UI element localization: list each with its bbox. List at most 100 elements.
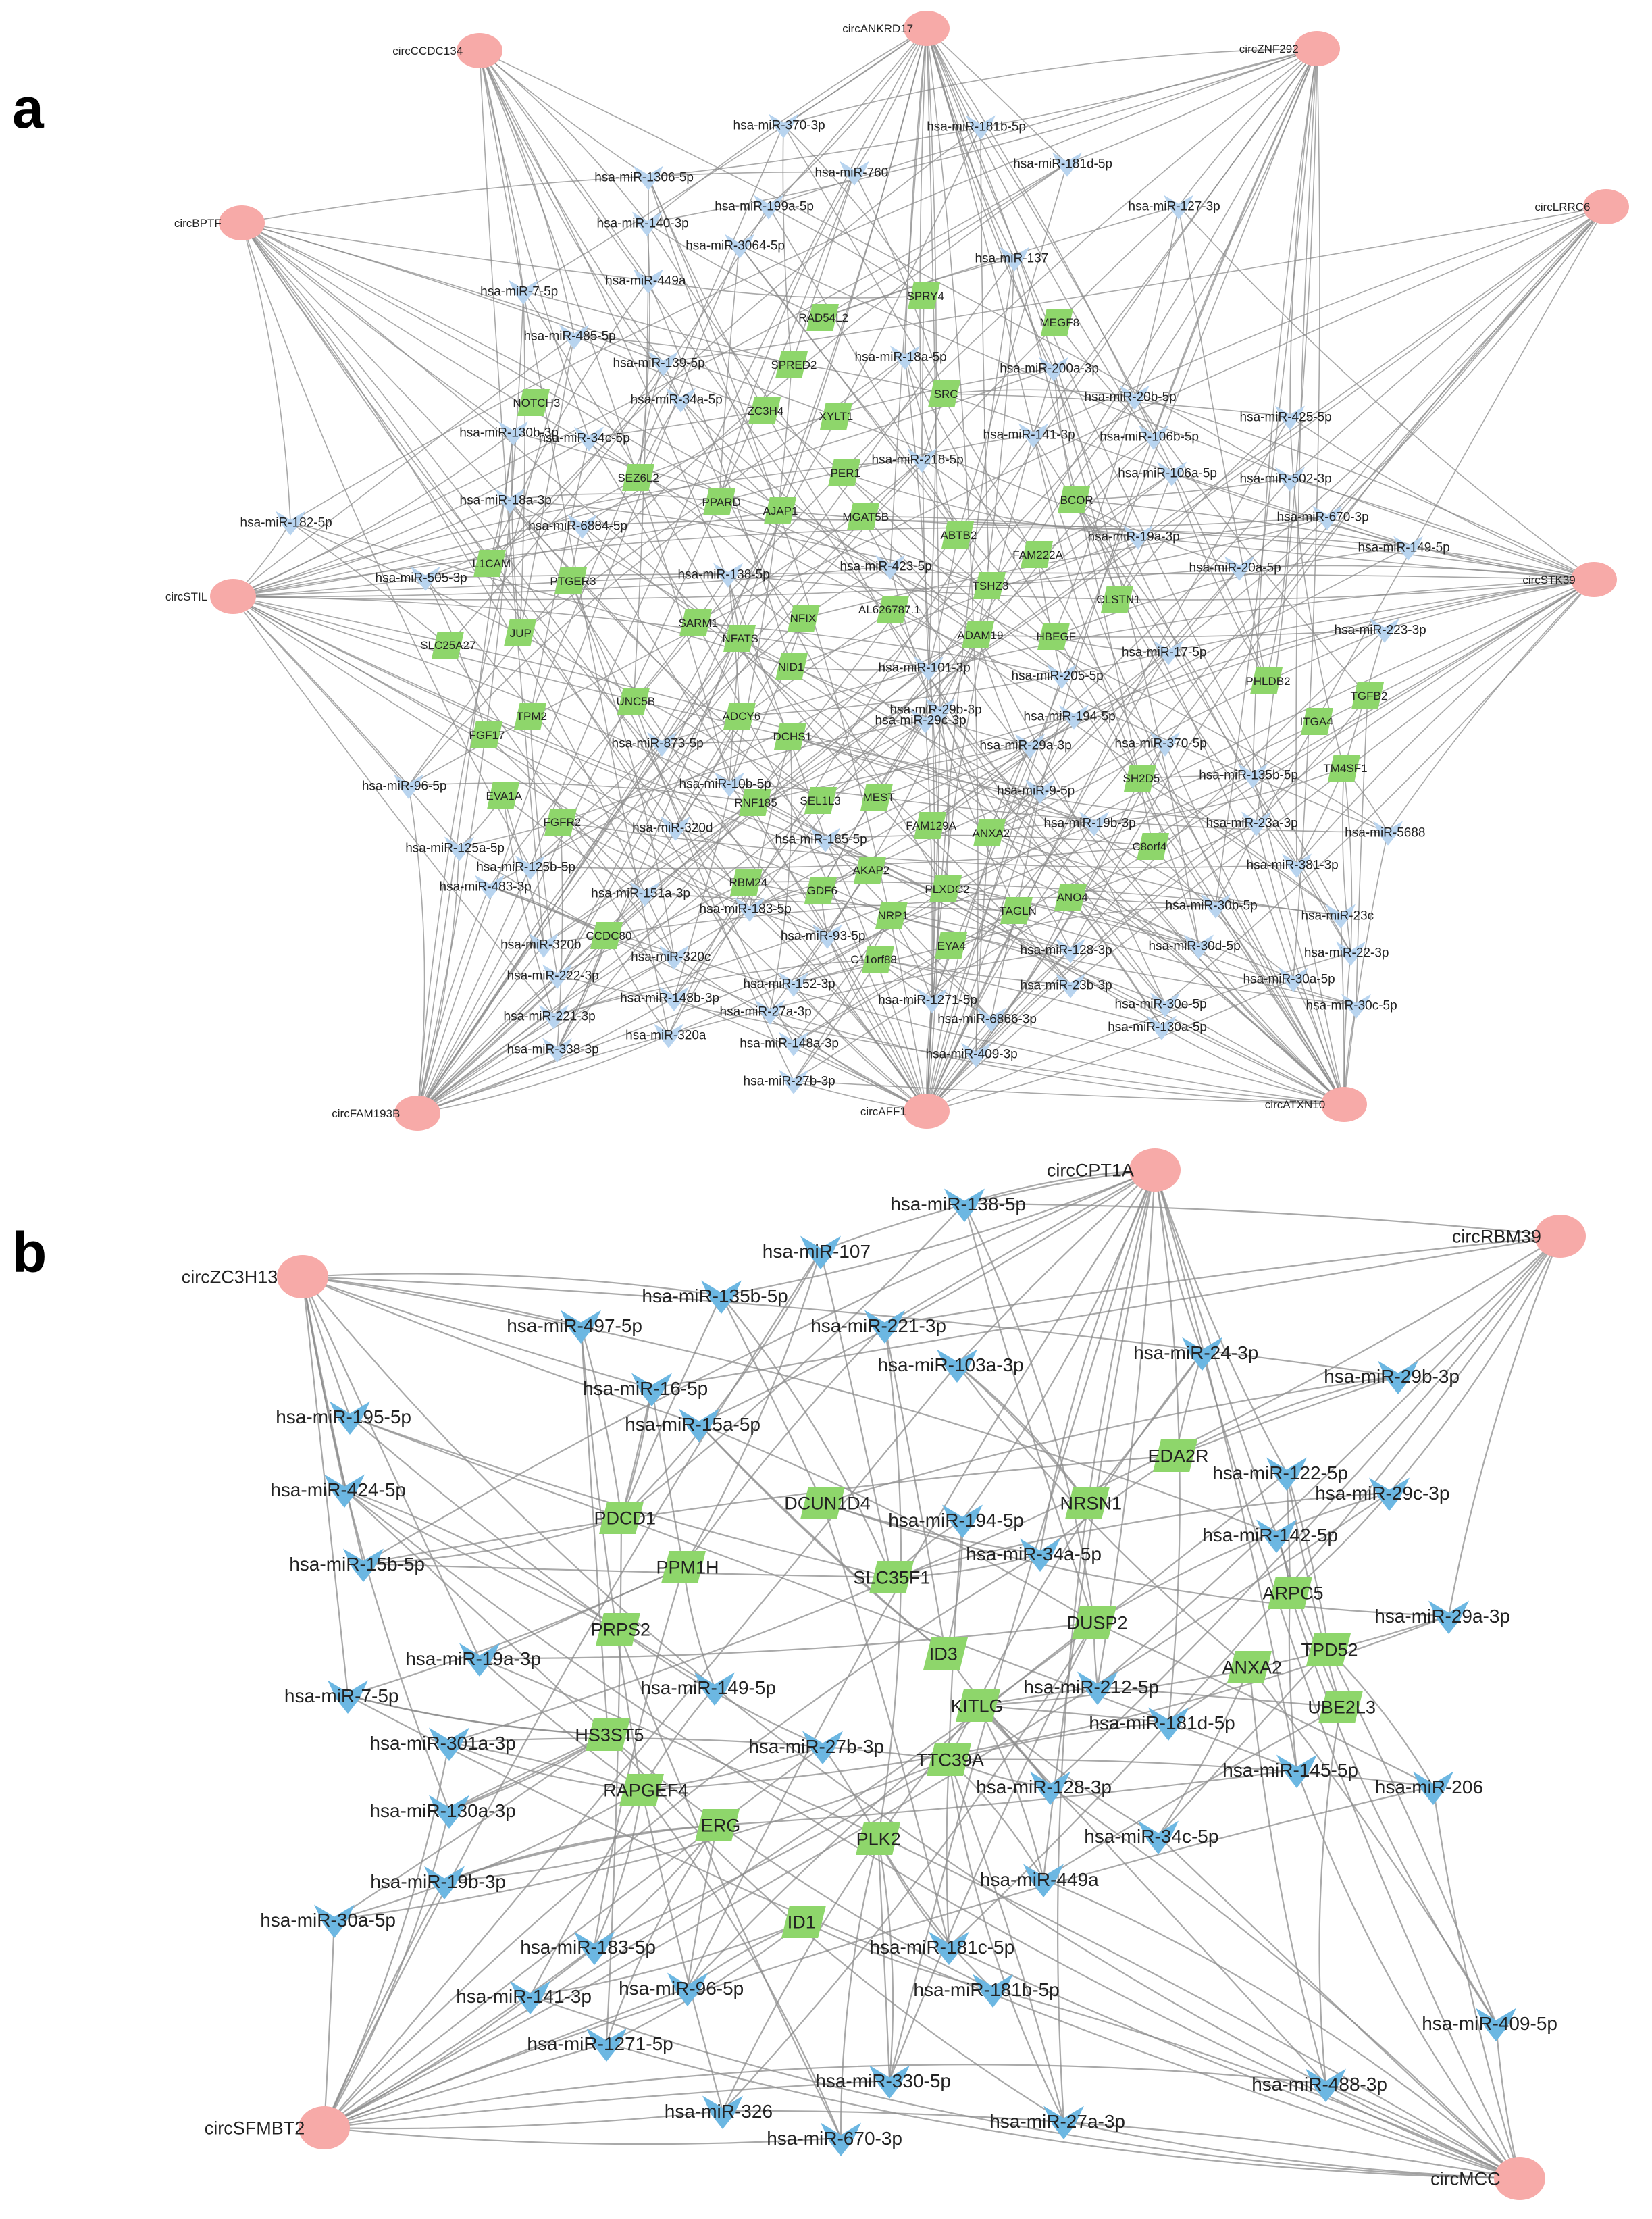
mirna-node[interactable]: hsa-miR-423-5p — [840, 555, 932, 580]
gene-node[interactable]: ZC3H4 — [748, 397, 784, 424]
gene-node[interactable]: MEGF8 — [1040, 309, 1080, 336]
gene-node[interactable]: TPM2 — [514, 703, 547, 730]
mirna-node[interactable]: hsa-miR-200a-3p — [1000, 357, 1099, 382]
mirna-node[interactable]: hsa-miR-20b-5p — [1085, 385, 1177, 410]
mirna-node[interactable]: hsa-miR-5688 — [1345, 821, 1425, 846]
mirna-node[interactable]: hsa-miR-137 — [975, 247, 1048, 272]
gene-node[interactable]: ITGA4 — [1300, 708, 1334, 735]
mirna-node[interactable]: hsa-miR-483-3p — [440, 875, 532, 900]
mirna-node[interactable]: hsa-miR-29a-3p — [1374, 1600, 1510, 1635]
gene-node[interactable]: PPARD — [702, 488, 741, 515]
gene-node[interactable]: EYA4 — [935, 932, 967, 959]
mirna-node[interactable]: hsa-miR-125a-5p — [405, 836, 505, 861]
mirna-node[interactable]: hsa-miR-185-5p — [775, 827, 867, 852]
mirna-node[interactable]: hsa-miR-449a — [980, 1864, 1099, 1898]
mirna-node[interactable]: hsa-miR-130a-5p — [1108, 1015, 1207, 1040]
gene-node[interactable]: SH2D5 — [1123, 765, 1160, 792]
mirna-node[interactable]: hsa-miR-142-5p — [1202, 1519, 1338, 1554]
gene-node[interactable]: C8orf4 — [1132, 833, 1169, 860]
gene-node[interactable]: PTGER3 — [550, 567, 596, 594]
circrna-node-circzc3h13[interactable]: circZC3H13 — [182, 1255, 328, 1298]
mirna-node[interactable]: hsa-miR-338-3p — [507, 1038, 599, 1063]
circrna-node-circcpt1a[interactable]: circCPT1A — [1047, 1148, 1181, 1192]
mirna-node[interactable]: hsa-miR-205-5p — [1012, 664, 1104, 689]
mirna-node[interactable]: hsa-miR-182-5p — [240, 511, 332, 536]
gene-node[interactable]: ERG — [695, 1809, 740, 1841]
circrna-node-circsfmbt2[interactable]: circSFMBT2 — [205, 2106, 350, 2149]
gene-node[interactable]: ANXA2 — [973, 819, 1010, 846]
mirna-node[interactable]: hsa-miR-497-5p — [507, 1310, 642, 1344]
gene-node[interactable]: TPD52 — [1301, 1633, 1358, 1666]
gene-node[interactable]: SLC25A27 — [420, 632, 475, 659]
mirna-node[interactable]: hsa-miR-34c-5p — [539, 426, 630, 451]
mirna-node[interactable]: hsa-miR-181d-5p — [1013, 152, 1112, 177]
circrna-node-circatxn10[interactable]: circATXN10 — [1265, 1087, 1367, 1122]
mirna-node[interactable]: hsa-miR-502-3p — [1240, 467, 1332, 492]
mirna-node[interactable]: hsa-miR-27b-3p — [744, 1069, 835, 1094]
gene-node[interactable]: TAGLN — [1000, 897, 1037, 924]
mirna-node[interactable]: hsa-miR-7-5p — [284, 1680, 399, 1714]
mirna-node[interactable]: hsa-miR-7-5p — [480, 280, 558, 305]
mirna-node[interactable]: hsa-miR-145-5p — [1222, 1754, 1358, 1789]
mirna-node[interactable]: hsa-miR-141-3p — [983, 423, 1075, 448]
mirna-node[interactable]: hsa-miR-194-5p — [1024, 705, 1116, 730]
circrna-node-circankrd17[interactable]: circANKRD17 — [842, 11, 950, 46]
mirna-node[interactable]: hsa-miR-103a-3p — [877, 1349, 1024, 1383]
mirna-node[interactable]: hsa-miR-370-3p — [733, 113, 825, 138]
mirna-node[interactable]: hsa-miR-18a-5p — [855, 345, 947, 370]
gene-node[interactable]: TTC39A — [916, 1743, 984, 1776]
mirna-node[interactable]: hsa-miR-301a-3p — [369, 1727, 516, 1762]
gene-node[interactable]: SEZ6L2 — [617, 464, 659, 491]
gene-node[interactable]: PPM1H — [656, 1551, 719, 1583]
mirna-node[interactable]: hsa-miR-320d — [632, 816, 713, 841]
mirna-node[interactable]: hsa-miR-223-3p — [1335, 618, 1426, 643]
mirna-node[interactable]: hsa-miR-128-3p — [976, 1771, 1112, 1806]
mirna-node[interactable]: hsa-miR-9-5p — [997, 779, 1075, 804]
mirna-node[interactable]: hsa-miR-381-3p — [1247, 853, 1339, 878]
mirna-node[interactable]: hsa-miR-20a-5p — [1189, 556, 1281, 581]
mirna-node[interactable]: hsa-miR-222-3p — [507, 964, 599, 989]
gene-node[interactable]: UBE2L3 — [1308, 1691, 1376, 1723]
mirna-node[interactable]: hsa-miR-130a-3p — [369, 1795, 516, 1829]
mirna-node[interactable]: hsa-miR-19a-3p — [405, 1643, 541, 1677]
mirna-node[interactable]: hsa-miR-34c-5p — [1084, 1820, 1218, 1855]
mirna-node[interactable]: hsa-miR-139-5p — [613, 351, 705, 376]
mirna-node[interactable]: hsa-miR-30c-5p — [1306, 994, 1397, 1019]
mirna-node[interactable]: hsa-miR-449a — [605, 269, 686, 294]
gene-node[interactable]: FGF17 — [469, 721, 505, 748]
mirna-node[interactable]: hsa-miR-128-3p — [1021, 938, 1112, 963]
circrna-node-circfam193b[interactable]: circFAM193B — [332, 1096, 440, 1131]
mirna-node[interactable]: hsa-miR-151a-3p — [591, 882, 690, 907]
mirna-node[interactable]: hsa-miR-218-5p — [872, 448, 964, 473]
mirna-node[interactable]: hsa-miR-409-5p — [1422, 2008, 1557, 2042]
gene-node[interactable]: BCOR — [1058, 486, 1093, 513]
mirna-node[interactable]: hsa-miR-183-5p — [700, 897, 792, 922]
gene-node[interactable]: ADAM19 — [957, 621, 1003, 648]
gene-node[interactable]: RAD54L2 — [798, 304, 848, 331]
gene-node[interactable]: CLSTN1 — [1096, 586, 1141, 613]
mirna-node[interactable]: hsa-miR-24-3p — [1133, 1337, 1258, 1371]
mirna-node[interactable]: hsa-miR-873-5p — [612, 732, 704, 757]
mirna-node[interactable]: hsa-miR-34a-5p — [631, 388, 723, 413]
mirna-node[interactable]: hsa-miR-221-3p — [504, 1004, 596, 1029]
circrna-node-circaff1[interactable]: circAFF1 — [860, 1094, 950, 1129]
mirna-node[interactable]: hsa-miR-107 — [763, 1235, 871, 1270]
mirna-node[interactable]: hsa-miR-152-3p — [744, 972, 835, 997]
gene-node[interactable]: DUSP2 — [1067, 1606, 1128, 1639]
mirna-node[interactable]: hsa-miR-30e-5p — [1115, 992, 1207, 1017]
mirna-node[interactable]: hsa-miR-670-3p — [1277, 505, 1369, 530]
mirna-node[interactable]: hsa-miR-19b-3p — [370, 1866, 506, 1900]
gene-node[interactable]: SEL1L3 — [800, 787, 841, 814]
gene-node[interactable]: PHLDB2 — [1245, 667, 1291, 694]
mirna-node[interactable]: hsa-miR-326 — [665, 2095, 773, 2130]
mirna-node[interactable]: hsa-miR-10b-5p — [679, 772, 771, 797]
mirna-node[interactable]: hsa-miR-19b-3p — [1044, 811, 1136, 836]
circrna-node-circrbm39[interactable]: circRBM39 — [1452, 1215, 1586, 1258]
mirna-node[interactable]: hsa-miR-409-3p — [926, 1042, 1018, 1067]
mirna-node[interactable]: hsa-miR-181d-5p — [1089, 1707, 1235, 1741]
mirna-node[interactable]: hsa-miR-30b-5p — [1166, 894, 1258, 919]
gene-node[interactable]: TSHZ3 — [973, 572, 1009, 599]
gene-node[interactable]: ARPC5 — [1263, 1577, 1324, 1609]
gene-node[interactable]: NFATS — [723, 625, 759, 652]
mirna-node[interactable]: hsa-miR-135b-5p — [642, 1280, 788, 1315]
